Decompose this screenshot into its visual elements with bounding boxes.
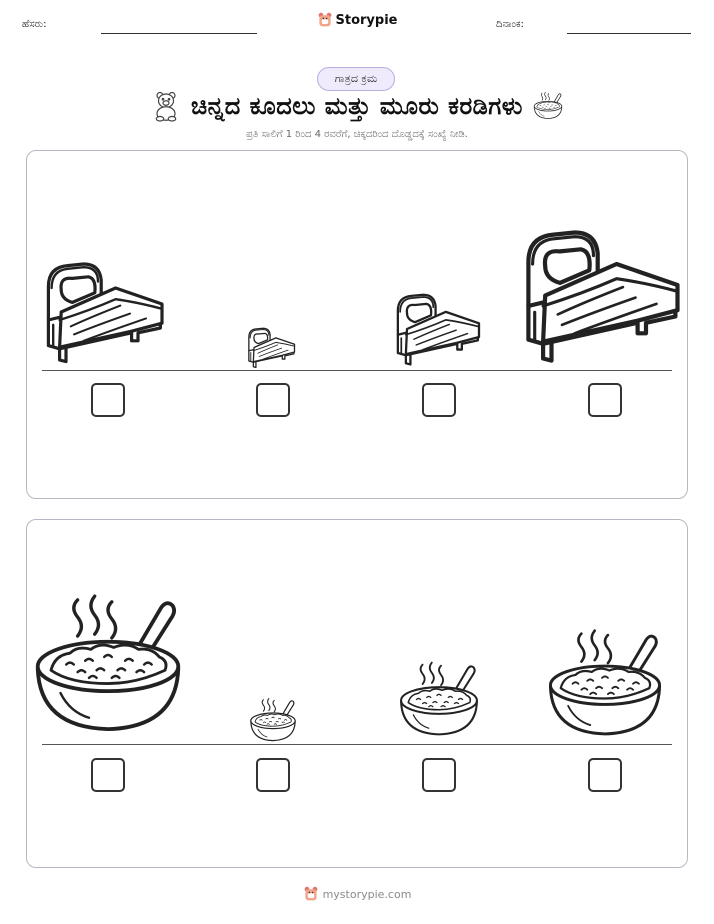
date-line[interactable] <box>567 33 691 34</box>
bowl-large-image <box>32 588 184 743</box>
beds-panel <box>26 150 688 499</box>
footer: mystorypie.com <box>0 886 714 902</box>
bowls-panel <box>26 519 688 868</box>
bowl-small-answer-box[interactable] <box>422 758 456 792</box>
bed-tiny-image <box>246 325 298 370</box>
bowl-small-image <box>398 657 480 743</box>
storypie-footer-logo-icon <box>303 886 319 902</box>
bed-small-answer-box[interactable] <box>422 383 456 417</box>
bowl-medium-image <box>546 626 664 743</box>
bed-medium-image <box>42 256 170 368</box>
name-label: ಹೆಸರು: <box>22 19 47 30</box>
storypie-logo: Storypie <box>0 12 714 28</box>
storypie-logo-icon <box>317 12 333 28</box>
bowl-medium-answer-box[interactable] <box>588 758 622 792</box>
beds-baseline <box>42 370 672 371</box>
porridge-bowl-icon <box>533 92 563 120</box>
bowl-tiny-image <box>248 698 298 743</box>
bed-large-answer-box[interactable] <box>588 383 622 417</box>
date-label: ದಿನಾಂಕ: <box>496 19 524 30</box>
topic-badge: ಗಾತ್ರದ ಕ್ರಮ <box>317 67 395 91</box>
bed-large-image <box>520 222 688 369</box>
title-row: ಚಿನ್ನದ ಕೂದಲು ಮತ್ತು ಮೂರು ಕರಡಿಗಳು <box>0 90 714 122</box>
bowl-large-answer-box[interactable] <box>91 758 125 792</box>
brand-name: Storypie <box>335 12 398 28</box>
instructions: ಪ್ರತಿ ಸಾಲಿಗೆ 1 ರಿಂದ 4 ರವರೆಗೆ, ಚಿಕ್ಕದರಿಂದ… <box>246 129 468 140</box>
bear-icon <box>151 90 181 122</box>
bed-tiny-answer-box[interactable] <box>256 383 290 417</box>
page-title: ಚಿನ್ನದ ಕೂದಲು ಮತ್ತು ಮೂರು ಕರಡಿಗಳು <box>191 92 523 120</box>
name-line[interactable] <box>101 33 257 34</box>
bed-small-image <box>393 289 485 369</box>
bowls-baseline <box>42 744 672 745</box>
bed-medium-answer-box[interactable] <box>91 383 125 417</box>
bowl-tiny-answer-box[interactable] <box>256 758 290 792</box>
footer-url[interactable]: mystorypie.com <box>322 887 412 901</box>
